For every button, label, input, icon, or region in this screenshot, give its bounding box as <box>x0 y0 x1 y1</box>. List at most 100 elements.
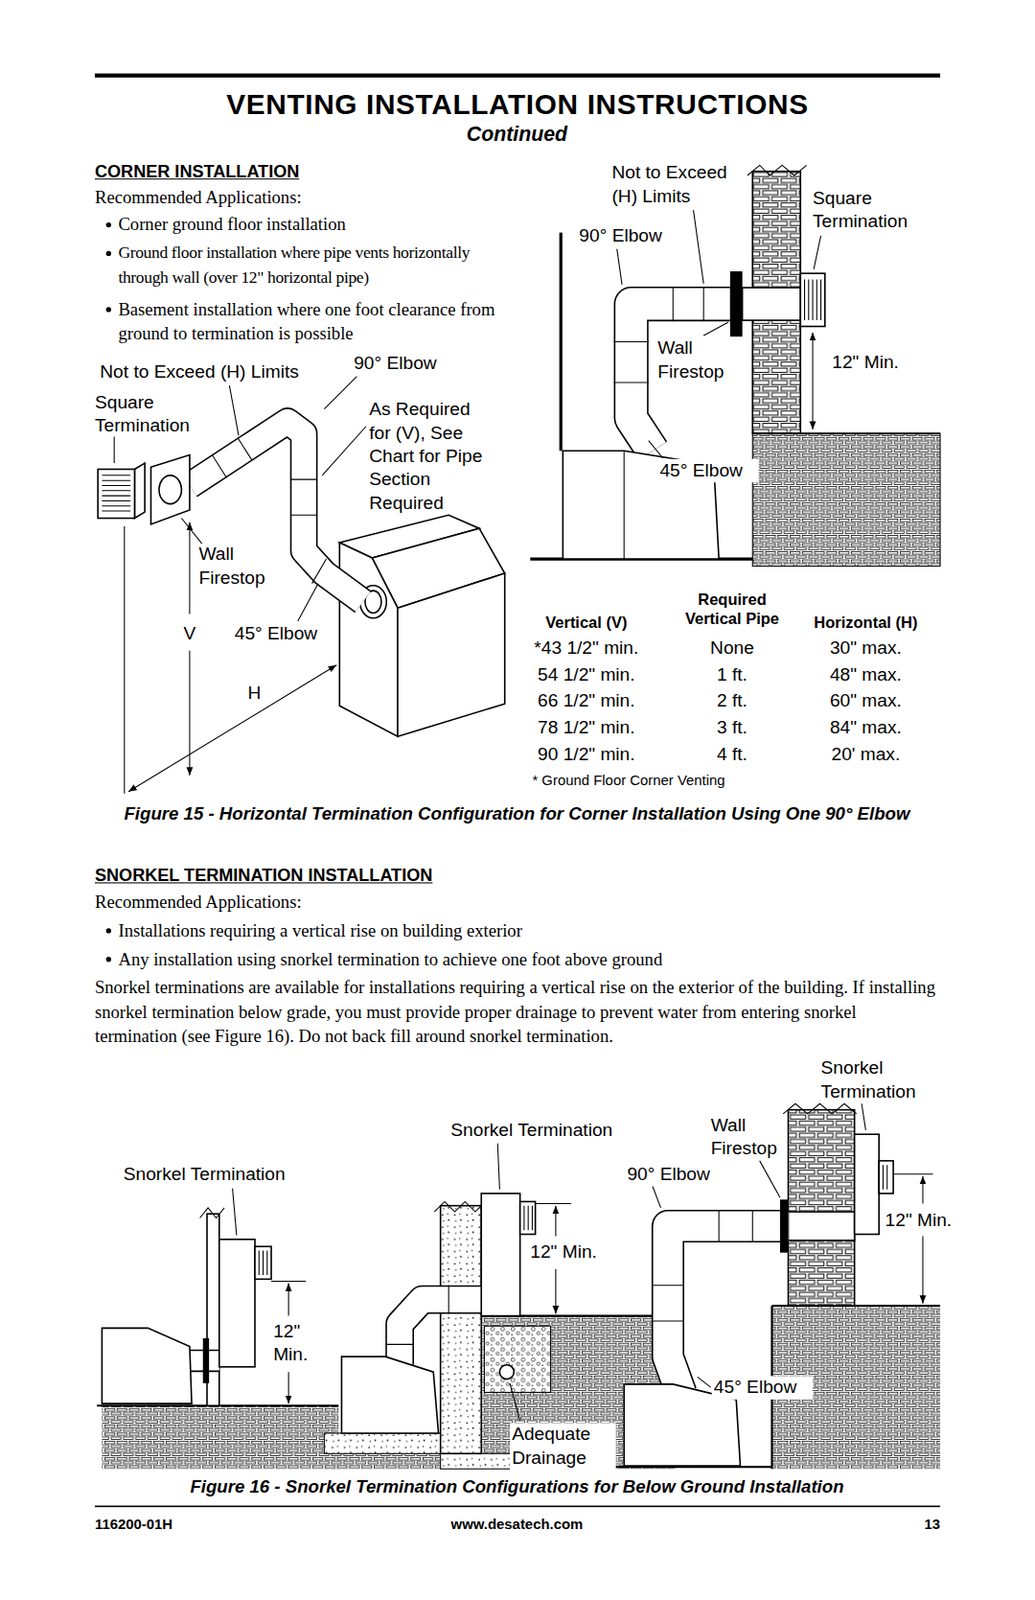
page-number: 13 <box>878 1514 941 1533</box>
snorkel-basement-figure <box>524 1205 533 1231</box>
corner-perspective-figure <box>159 475 182 505</box>
corner-perspective-figure <box>101 475 131 511</box>
snorkel-ground-floor-figure <box>101 1404 339 1469</box>
figure-caption: Figure 16 - Snorkel Termination Configur… <box>89 1473 946 1499</box>
callout-label: 90° Elbow <box>353 351 466 375</box>
snorkel-basement-figure <box>385 1285 449 1345</box>
snorkel-basement-figure <box>434 1200 485 1212</box>
corner-perspective-figure <box>189 420 364 601</box>
snorkel-basement-figure <box>499 1364 514 1380</box>
table-cell: 1 ft. <box>666 663 799 686</box>
website-address: www.desatech.com <box>364 1514 670 1533</box>
callout-label: 90° Elbow <box>578 224 681 248</box>
snorkel-basement-figure <box>440 1205 483 1454</box>
snorkel-ground-floor-figure <box>258 1250 268 1276</box>
dimension-label: H <box>248 681 269 705</box>
snorkel-basement-figure <box>483 1325 551 1392</box>
corner-perspective-figure <box>97 420 506 793</box>
snorkel-ground-floor-figure <box>203 1337 209 1383</box>
corner-perspective-figure <box>128 665 337 792</box>
snorkel-basement-figure <box>323 1432 440 1453</box>
corner-section-figure <box>752 432 941 435</box>
bullet-item: Ground floor installation where pipe ven… <box>117 240 506 290</box>
table-cell: 2 ft. <box>666 689 799 712</box>
snorkel-ground-floor-figure <box>288 1371 290 1403</box>
dimension-label: V <box>184 621 205 645</box>
table-cell: *43 1/2" min. <box>520 636 653 659</box>
callout-label: Snorkel Termination <box>821 1056 943 1104</box>
corner-section-figure <box>747 164 807 176</box>
bullet-dot <box>106 956 112 962</box>
table-cell: 4 ft. <box>666 742 799 765</box>
page-rules <box>94 1505 941 1508</box>
leader-line <box>232 1103 867 1421</box>
corner-section-figure <box>805 279 822 322</box>
snorkel-vertical-rise-figure <box>893 1173 933 1174</box>
snorkel-basement-figure <box>520 1200 536 1234</box>
callout-label: 90° Elbow <box>626 1162 729 1186</box>
callout-label: Wall Firestop <box>657 336 737 384</box>
corner-perspective-figure <box>188 650 190 776</box>
snorkel-vertical-rise-figure <box>878 1160 894 1194</box>
snorkel-vertical-rise-figure <box>882 1164 887 1190</box>
snorkel-ground-floor-figure <box>288 1283 290 1316</box>
corner-section-figure <box>752 433 941 566</box>
snorkel-basement-figure <box>399 1299 482 1365</box>
snorkel-basement-figure <box>341 1356 438 1433</box>
corner-perspective-figure <box>188 522 190 615</box>
callout-label: Snorkel Termination <box>123 1162 308 1186</box>
bullet-dot <box>106 251 112 256</box>
callout-label: As Required for (V), See Chart for Pipe … <box>368 397 497 515</box>
snorkel-ground-floor-figure <box>200 1207 226 1219</box>
table-cell: 3 ft. <box>666 715 799 738</box>
callout-label: Snorkel Termination <box>450 1118 635 1142</box>
snorkel-vertical-rise-figure <box>651 1209 753 1321</box>
bullet-dot <box>106 927 112 933</box>
corner-section-figure <box>559 232 563 452</box>
snorkel-vertical-rise-figure <box>782 1103 857 1114</box>
callout-label: 45° Elbow <box>657 459 759 483</box>
snorkel-ground-floor-figure <box>219 1239 255 1367</box>
table-cell: 66 1/2" min. <box>520 689 653 712</box>
table-cell: 54 1/2" min. <box>520 663 653 686</box>
table-cell: 30" max. <box>799 636 932 659</box>
bullet-dot <box>106 306 112 312</box>
corner-section-figure <box>730 271 743 337</box>
snorkel-basement-figure <box>554 1205 556 1237</box>
table-cell: 48" max. <box>799 663 932 686</box>
page-rules <box>94 73 941 78</box>
callout-label: 45° Elbow <box>234 621 337 645</box>
callout-label: Square Termination <box>812 186 934 234</box>
snorkel-basement-figure <box>323 1193 675 1469</box>
snorkel-basement-figure <box>535 1202 572 1204</box>
footnote: * Ground Floor Corner Venting <box>531 770 838 789</box>
snorkel-vertical-rise-figure <box>667 1225 789 1394</box>
corner-perspective-figure <box>397 573 506 736</box>
callout-label: Not to Exceed (H) Limits <box>611 161 755 208</box>
snorkel-vertical-rise-figure <box>611 1103 941 1469</box>
dimension-label: 12" Min. <box>882 1208 966 1232</box>
page-rules <box>94 73 941 1508</box>
corner-perspective-figure <box>134 462 145 518</box>
dimension-label: 12" Min. <box>831 350 919 374</box>
section-heading: CORNER INSTALLATION <box>94 161 524 183</box>
corner-section-figure <box>800 273 826 326</box>
snorkel-ground-floor-figure <box>271 1280 306 1282</box>
snorkel-basement-figure <box>554 1268 556 1314</box>
snorkel-ground-floor-figure <box>96 1207 339 1469</box>
leader-line <box>114 376 367 621</box>
corner-perspective-figure <box>123 526 125 794</box>
body-text: Snorkel terminations are available for i… <box>94 974 942 1049</box>
snorkel-vertical-rise-figure <box>667 1225 789 1394</box>
snorkel-ground-floor-figure <box>101 1327 192 1403</box>
leader-line <box>617 209 822 459</box>
dimension-label: 12" Min. <box>528 1240 614 1264</box>
snorkel-vertical-rise-figure <box>780 1198 789 1252</box>
snorkel-basement-figure <box>399 1299 482 1365</box>
callout-label: Not to Exceed (H) Limits <box>99 360 345 384</box>
body-text: Recommended Applications: <box>94 184 504 210</box>
table-cell: None <box>666 636 799 659</box>
bullet-dot <box>106 222 112 228</box>
